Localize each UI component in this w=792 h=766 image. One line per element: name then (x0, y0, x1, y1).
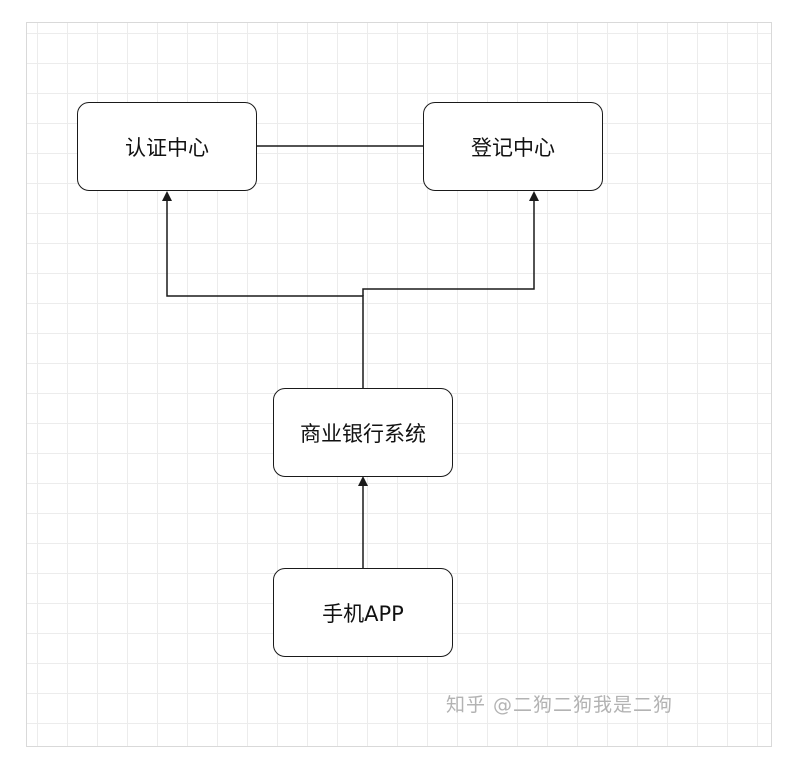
edge-bank-to-auth (162, 191, 364, 388)
node-mobile-app-label: 手机APP (322, 601, 404, 626)
node-auth-center[interactable]: 认证中心 (77, 102, 257, 191)
edge-bank-to-registry (362, 191, 539, 296)
node-registry-center-label: 登记中心 (471, 135, 555, 160)
node-bank-system-label: 商业银行系统 (300, 421, 426, 446)
node-auth-center-label: 认证中心 (125, 135, 209, 160)
node-mobile-app[interactable]: 手机APP (273, 568, 453, 657)
watermark: 知乎 @二狗二狗我是二狗 (446, 694, 674, 716)
node-bank-system[interactable]: 商业银行系统 (273, 388, 453, 477)
node-registry-center[interactable]: 登记中心 (423, 102, 603, 191)
